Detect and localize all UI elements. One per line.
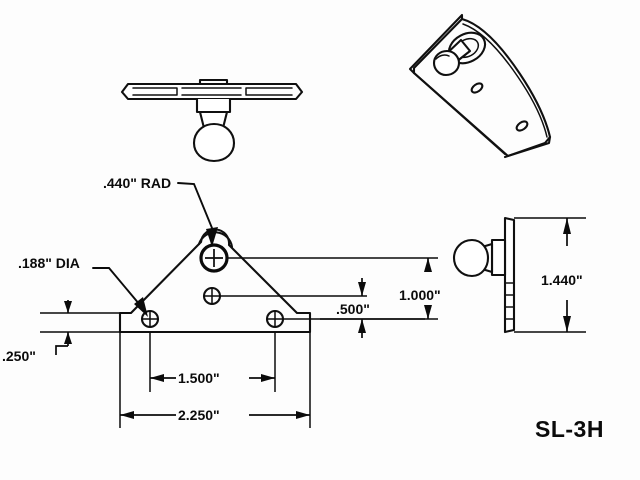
part-number-label: SL-3H: [535, 416, 604, 442]
dimension-radius-callout: .440" RAD: [103, 175, 218, 247]
top-view-plate-detail-left: [132, 87, 178, 96]
bottom-right-hole-crosshair: [267, 311, 283, 327]
thickness-text: .250": [2, 348, 36, 364]
dimension-plate-height: 1.440": [514, 217, 586, 333]
side-view-ball: [452, 238, 490, 278]
iso-stud-ball: [432, 49, 461, 77]
hole-offset-arrow-up: [358, 319, 366, 333]
iso-hole-lower: [515, 120, 529, 132]
dimension-base-width: 2.250": [119, 332, 311, 428]
base-width-arrow-left: [120, 411, 134, 419]
hole-spacing-arrow-right: [261, 374, 275, 382]
radius-leader-line: [177, 182, 213, 229]
thickness-arrow-up: [64, 332, 72, 344]
iso-bracket-thickness-left: [408, 13, 464, 75]
radius-callout-text: .440" RAD: [103, 175, 171, 191]
hole-height-arrow-down: [424, 258, 432, 272]
side-view-plate-segments: [505, 282, 514, 320]
dimension-hole-spacing: 1.500": [149, 332, 276, 392]
isometric-view: [408, 13, 552, 159]
plate-height-text: 1.440": [541, 272, 583, 288]
dia-leader-arrowhead: [134, 297, 148, 317]
hole-offset-arrow-down: [358, 282, 366, 296]
hole-height-text: 1.000": [399, 287, 441, 303]
top-view-stud-neck: [195, 97, 232, 114]
dimension-hole-height: 1.000": [227, 257, 441, 320]
plate-height-arrow-up: [563, 316, 571, 332]
iso-bracket-bottom-edge: [412, 71, 507, 156]
top-view-boss: [198, 78, 229, 86]
hole-offset-text: .500": [336, 301, 370, 317]
bracket-top-radius-arc: [197, 231, 234, 249]
plate-height-arrow-down: [563, 218, 571, 234]
middle-hole-crosshair: [204, 288, 220, 304]
thickness-leader-elbow: [55, 345, 68, 355]
dimension-thickness: .250": [2, 300, 131, 364]
hole-height-arrow-up: [424, 305, 432, 319]
dimension-hole-dia-callout: .188" DIA: [18, 255, 148, 317]
front-view: [118, 228, 312, 334]
iso-hole-upper: [470, 82, 484, 94]
top-view-plate-detail-center: [181, 87, 242, 96]
base-width-text: 2.250": [178, 407, 220, 423]
base-width-arrow-right: [296, 411, 310, 419]
iso-bracket-thickness-right: [503, 135, 552, 159]
radius-leader-arrowhead: [206, 227, 218, 247]
top-view-ball: [192, 122, 236, 163]
side-view-boss: [490, 238, 507, 277]
large-hole-crosshair: [205, 249, 223, 267]
iso-bracket-inner-edge: [462, 23, 548, 138]
dia-callout-text: .188" DIA: [18, 255, 80, 271]
iso-stud-ball-highlight: [435, 54, 450, 60]
bottom-left-hole-crosshair: [142, 311, 158, 327]
hole-spacing-text: 1.500": [178, 370, 220, 386]
dia-leader-line: [92, 267, 141, 306]
top-view-plate: [120, 82, 304, 101]
top-view-plate-detail-right: [245, 87, 293, 96]
thickness-arrow-down: [64, 301, 72, 313]
side-view: [452, 216, 516, 334]
top-view: [120, 78, 304, 163]
side-view-plate: [503, 216, 516, 334]
hole-spacing-arrow-left: [150, 374, 164, 382]
